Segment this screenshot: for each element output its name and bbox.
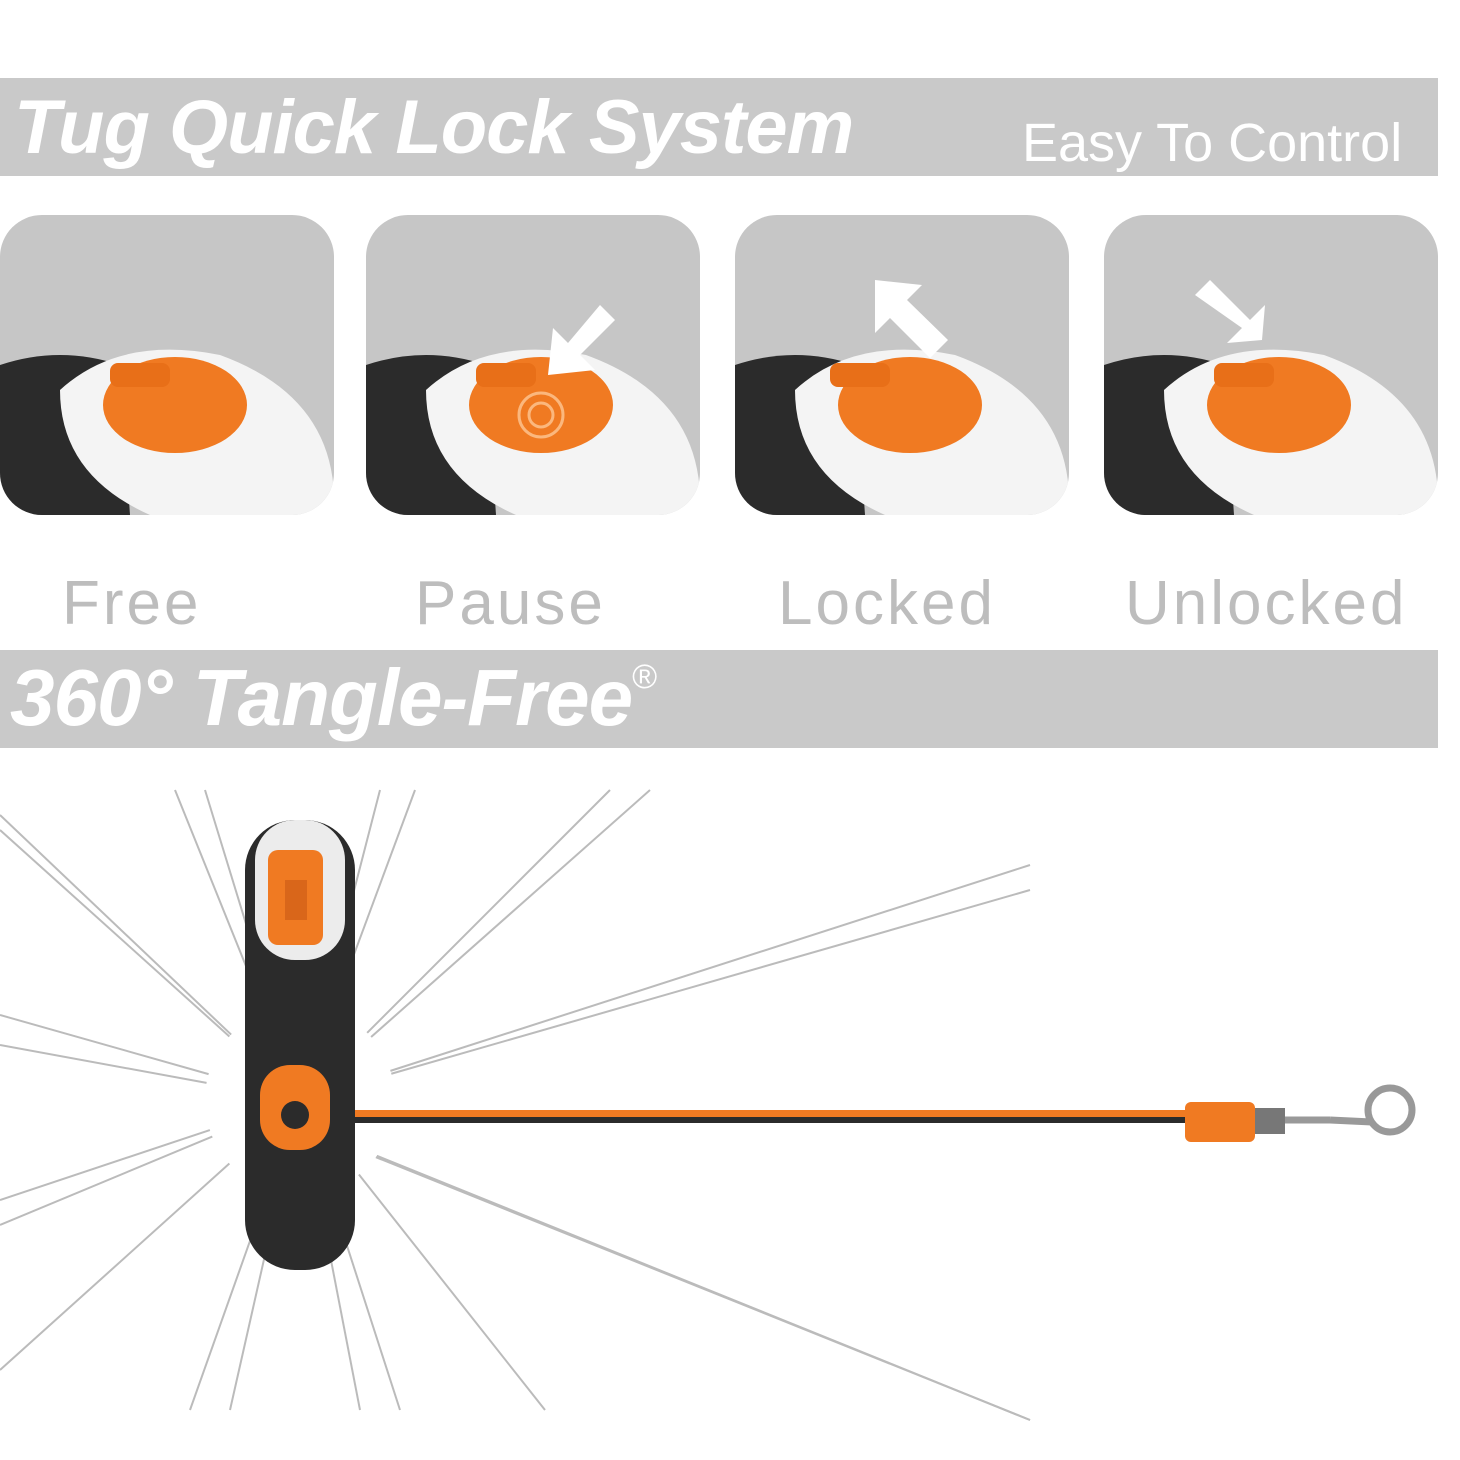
arrow-icon bbox=[875, 280, 948, 358]
motion-ray bbox=[0, 1135, 213, 1226]
mode-label: Locked bbox=[778, 569, 996, 638]
lock-button-icon bbox=[103, 357, 247, 453]
mode-label: Pause bbox=[415, 569, 606, 638]
snap-hook-icon bbox=[1285, 1084, 1416, 1136]
header-banner bbox=[0, 78, 1438, 176]
motion-ray bbox=[0, 1162, 231, 1371]
lock-button-icon bbox=[469, 357, 613, 453]
feature-banner bbox=[0, 650, 1438, 748]
motion-ray bbox=[370, 789, 651, 1038]
cord-end-clip bbox=[1185, 1102, 1255, 1142]
motion-ray bbox=[390, 864, 1031, 1072]
mode-panel-unlocked bbox=[1104, 215, 1438, 515]
header-title: Tug Quick Lock System bbox=[14, 85, 854, 170]
motion-ray bbox=[0, 814, 232, 1036]
header-subtitle: Easy To Control bbox=[1022, 113, 1403, 173]
motion-ray bbox=[366, 789, 611, 1034]
leash-illustration bbox=[0, 789, 1416, 1421]
registered-mark: ® bbox=[632, 658, 657, 696]
mode-label: Unlocked bbox=[1125, 569, 1408, 638]
motion-ray bbox=[0, 1014, 209, 1076]
leash-handle bbox=[245, 820, 355, 1270]
motion-ray bbox=[0, 1044, 207, 1084]
mode-label: Free bbox=[62, 569, 202, 638]
arrow-icon bbox=[548, 305, 615, 375]
arrow-icon bbox=[1195, 280, 1265, 343]
leash-cord bbox=[300, 1110, 1200, 1123]
motion-ray bbox=[391, 889, 1031, 1075]
lock-button-icon bbox=[830, 357, 982, 453]
motion-ray bbox=[358, 1173, 546, 1411]
mode-panel-pause bbox=[366, 215, 700, 515]
mode-panel-free bbox=[0, 215, 334, 515]
motion-ray bbox=[0, 1129, 211, 1201]
mode-panel-locked bbox=[735, 215, 1069, 515]
lock-button-icon bbox=[1207, 357, 1351, 453]
feature-title: 360° Tangle-Free® bbox=[10, 653, 657, 742]
motion-ray bbox=[375, 1156, 1031, 1421]
motion-ray bbox=[0, 829, 231, 1038]
